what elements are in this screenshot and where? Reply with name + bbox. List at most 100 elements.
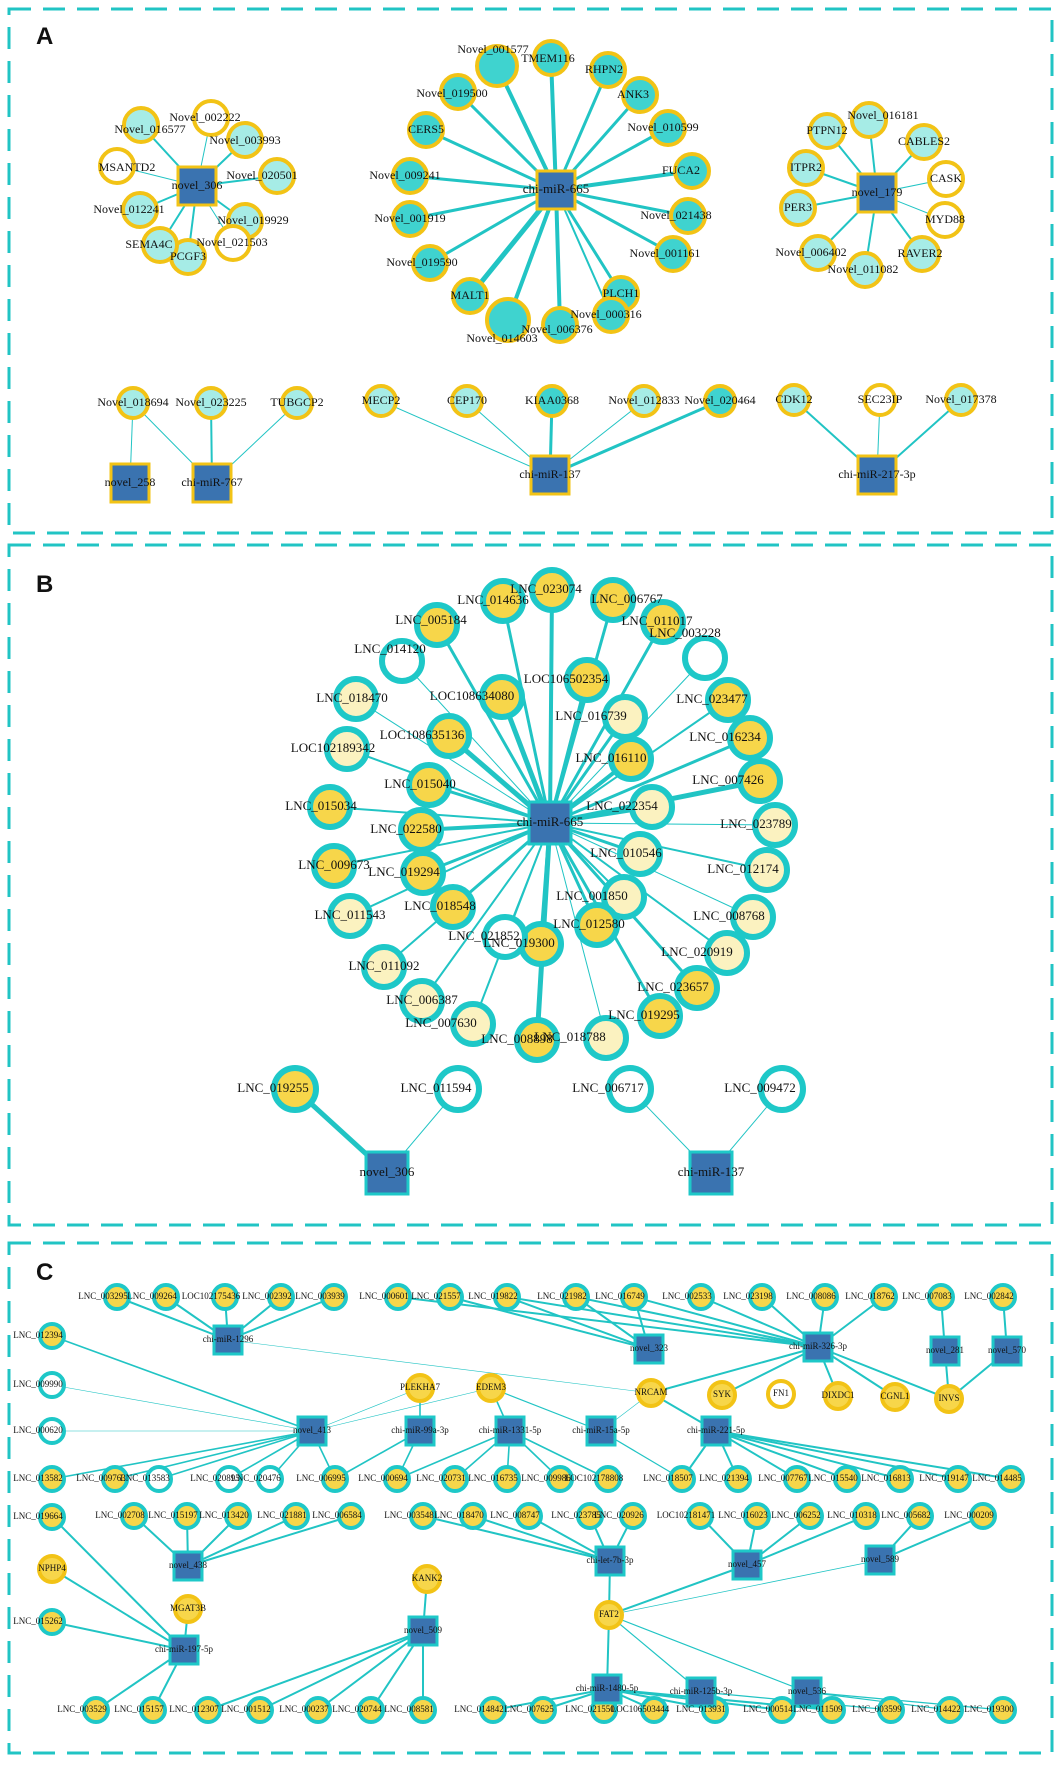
edge-c-chi-mir-1331-5p-lnc-000694 — [396, 1430, 511, 1480]
edge-b-chi-mir-665-lnc-009673 — [333, 822, 551, 867]
edge-chi-mir-137-mecp2 — [380, 400, 551, 476]
node-b-lnc-018548 — [430, 884, 476, 930]
node-c-loc102175436 — [211, 1283, 239, 1311]
edge-c-novel-536-lnc-019300 — [806, 1691, 1004, 1711]
hub-b-chi-mir-137-label: chi-miR-137 — [678, 1164, 745, 1179]
node-b-lnc-023789 — [752, 802, 798, 848]
node-b-lnc-006767-label: LNC_006767 — [591, 591, 663, 606]
hub-c-novel-413-label: novel_413 — [293, 1425, 331, 1435]
node-novel-019590-label: Novel_019590 — [386, 255, 457, 269]
node-cables2 — [905, 123, 943, 161]
hub-c-chi-mir-1480-5p-label: chi-miR-1480-5p — [576, 1683, 639, 1693]
node-rhpn2-label: RHPN2 — [585, 62, 623, 76]
node-b-lnc-019295-label: LNC_019295 — [608, 1007, 680, 1022]
node-b-lnc-015040-label: LNC_015040 — [384, 776, 456, 791]
node-c-loc102178808-label: LOC102178808 — [565, 1473, 624, 1483]
node-c-lnc-020476 — [256, 1465, 284, 1493]
node-msantd2-label: MSANTD2 — [99, 160, 156, 174]
hub-c-chi-let-7b-3p — [594, 1545, 626, 1577]
hub-c-novel-281 — [929, 1335, 961, 1367]
node-b-lnc-019294 — [400, 850, 446, 896]
node-novel-009241-label: Novel_009241 — [369, 168, 440, 182]
edge-c-chi-let-7b-3p-lnc-018470 — [472, 1515, 611, 1562]
node-mecp2-label: MECP2 — [362, 393, 401, 407]
node-c-lnc-020895 — [215, 1465, 243, 1493]
hub-c-chi-mir-125b-3p — [685, 1676, 717, 1708]
hub-c-chi-mir-197-5p-label: chi-miR-197-5p — [155, 1644, 213, 1654]
hub-chi-mir-217-3p — [856, 454, 898, 496]
node-c-nrcam-label: NRCAM — [634, 1387, 667, 1397]
node-b-lnc-014120-label: LNC_014120 — [354, 641, 426, 656]
node-b-lnc-020919-label: LNC_020919 — [661, 944, 733, 959]
node-b-lnc-022580 — [398, 807, 444, 853]
panel-a-letter: A — [36, 23, 53, 50]
edge-c-novel-438-lnc-006584 — [187, 1515, 352, 1567]
node-c-cgnl1-label: CGNL1 — [881, 1391, 910, 1401]
hub-c-chi-mir-221-5p-label: chi-miR-221-5p — [687, 1425, 745, 1435]
node-b-lnc-018788 — [583, 1015, 629, 1061]
edge-c-chi-mir-221-5p-lnc-016813 — [715, 1430, 901, 1480]
node-b-lnc-009673-label: LNC_009673 — [298, 857, 370, 872]
node-c-lnc-023198 — [748, 1283, 776, 1311]
node-c-lnc-010318 — [852, 1502, 880, 1530]
edge-c-novel-413-lnc-012394 — [51, 1335, 313, 1432]
node-b-loc102189342-label: LOC102189342 — [291, 740, 376, 755]
node-b-lnc-009472-label: LNC_009472 — [724, 1080, 796, 1095]
hub-chi-mir-665 — [535, 169, 577, 211]
hub-c-chi-mir-221-5p — [700, 1415, 732, 1447]
hub-b-novel-306-label: novel_306 — [360, 1164, 415, 1179]
edge-c-chi-mir-1296-nrcam — [227, 1339, 652, 1394]
node-b-lnc-012580-label: LNC_012580 — [553, 916, 625, 931]
node-b-loc108635136-label: LOC108635136 — [380, 727, 465, 742]
node-c-lnc-016813 — [886, 1465, 914, 1493]
node-c-kank2-label: KANK2 — [412, 1573, 443, 1583]
node-novel-016577-label: Novel_016577 — [114, 122, 185, 136]
node-c-loc102175436-label: LOC102175436 — [182, 1291, 241, 1301]
edge-chi-mir-665-tmem116 — [549, 56, 558, 192]
node-b-lnc-021852-label: LNC_021852 — [448, 928, 520, 943]
edge-c-novel-509-lnc-012307 — [207, 1630, 424, 1711]
node-c-lnc-021394-label: LNC_021394 — [699, 1473, 749, 1483]
hub-c-chi-mir-1480-5p — [591, 1673, 623, 1705]
node-novel-017378-label: Novel_017378 — [925, 392, 996, 406]
node-c-lnc-021394 — [724, 1465, 752, 1493]
node-c-lnc-000694 — [383, 1465, 411, 1493]
edge-c-novel-438-lnc-021881 — [187, 1515, 297, 1567]
edge-b-chi-mir-665-lnc-018470 — [355, 698, 551, 824]
node-c-lnc-000620-label: LNC_000620 — [13, 1425, 63, 1435]
node-novel-020501 — [258, 157, 296, 195]
node-c-lnc-009986 — [546, 1465, 574, 1493]
node-c-lnc-003529-label: LNC_003529 — [57, 1704, 107, 1714]
edge-b-chi-mir-665-lnc-006387 — [421, 822, 551, 1002]
node-c-lnc-006584 — [337, 1502, 365, 1530]
node-c-lnc-008581 — [409, 1696, 437, 1724]
node-c-lnc-007083-label: LNC_007083 — [902, 1291, 952, 1301]
hub-c-novel-589 — [864, 1544, 896, 1576]
node-c-lnc-013582-label: LNC_013582 — [13, 1473, 63, 1483]
node-c-lnc-016749-label: LNC_016749 — [595, 1291, 645, 1301]
node-b-lnc-023477-label: LNC_023477 — [676, 691, 748, 706]
node-c-dixdc1 — [823, 1381, 853, 1411]
node-malt1 — [451, 277, 489, 315]
node-b-lnc-007630 — [450, 1001, 496, 1047]
node-c-lnc-000209 — [969, 1502, 997, 1530]
node-c-lnc-008086-label: LNC_008086 — [786, 1291, 836, 1301]
node-c-lnc-008747 — [515, 1502, 543, 1530]
node-b-lnc-006767 — [590, 577, 636, 623]
edge-chi-mir-665-fuca2 — [554, 169, 694, 192]
node-b-loc108634080 — [479, 674, 525, 720]
node-novel-021438 — [669, 197, 707, 235]
node-c-lnc-000694-label: LNC_000694 — [358, 1473, 408, 1483]
node-c-lnc-019822-label: LNC_019822 — [468, 1291, 518, 1301]
edge-c-novel-323-lnc-019822 — [506, 1296, 650, 1350]
hub-chi-mir-217-3p-label: chi-miR-217-3p — [838, 467, 915, 481]
node-novel-014603 — [485, 297, 531, 343]
node-b-lnc-018470-label: LNC_018470 — [316, 690, 388, 705]
node-c-lnc-021557-label: LNC_021557 — [411, 1291, 461, 1301]
node-c-lnc-006995 — [321, 1465, 349, 1493]
hub-novel-306 — [176, 165, 218, 207]
node-b-lnc-019255 — [271, 1065, 319, 1113]
node-c-lnc-003295-label: LNC_003295 — [78, 1291, 128, 1301]
hub-novel-258-label: novel_258 — [105, 475, 156, 489]
